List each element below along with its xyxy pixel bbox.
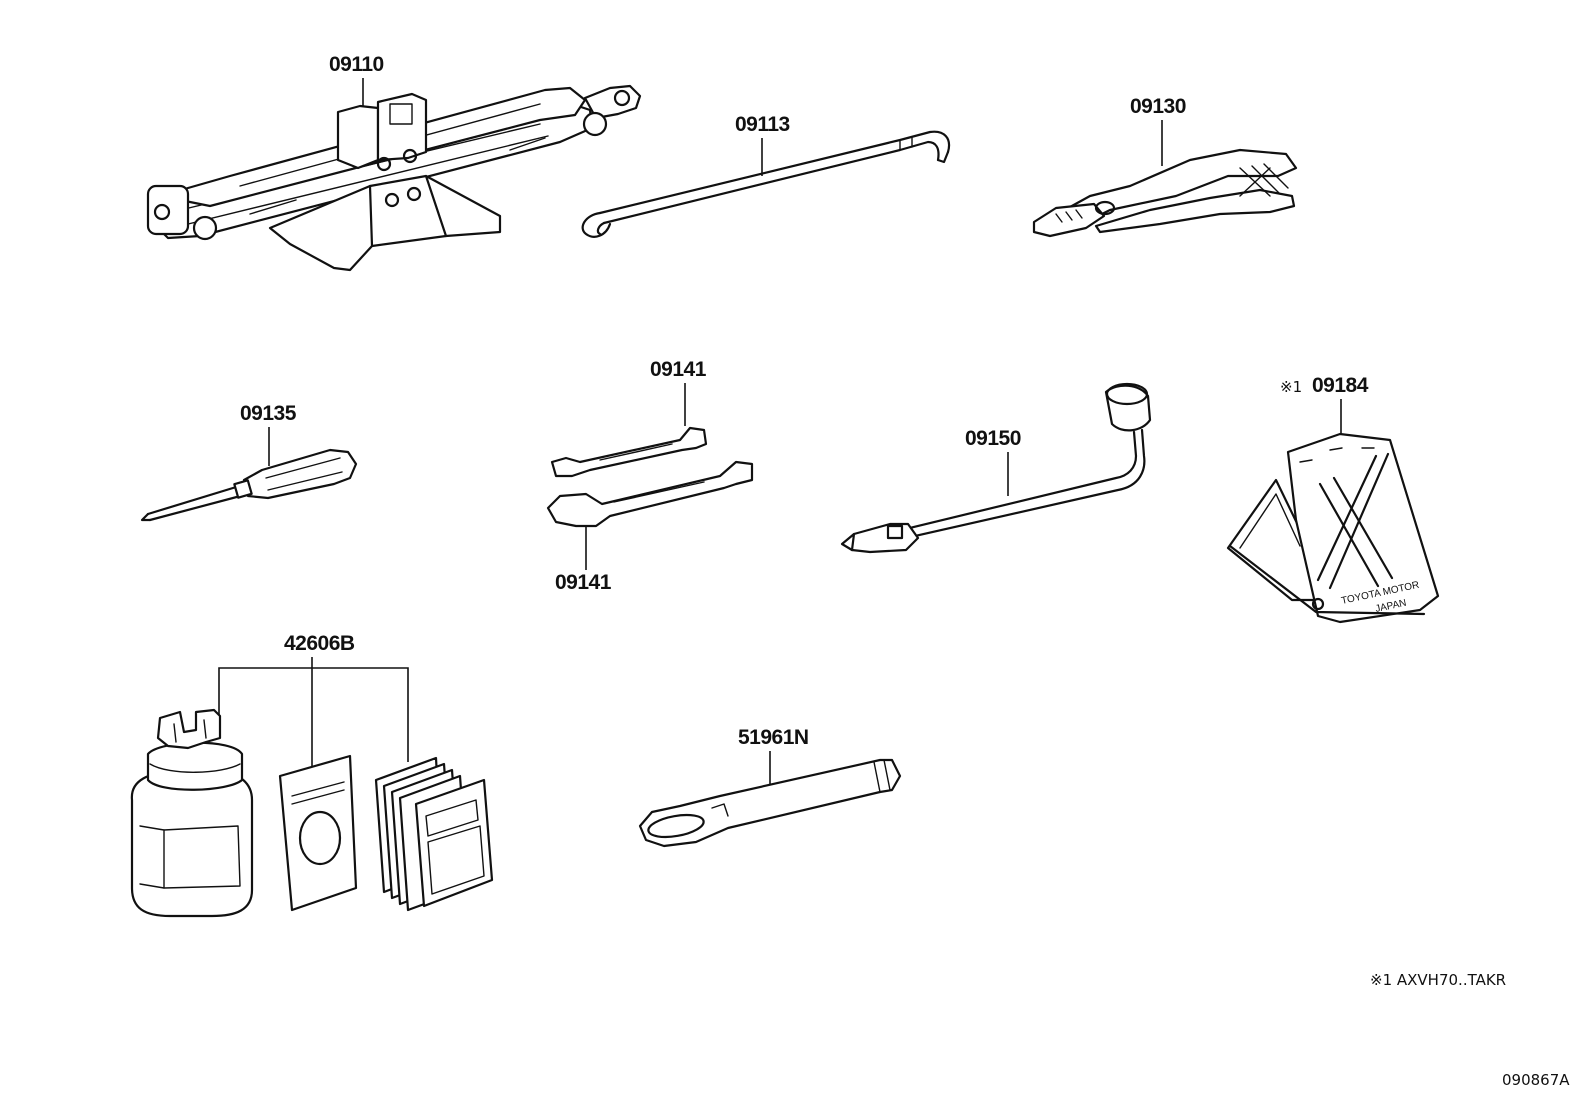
jack-handle: 09113 — [583, 113, 949, 237]
footnote: ※1 AXVH70..TAKR — [1370, 971, 1506, 989]
scissor-jack: 09110 — [148, 53, 640, 270]
pliers: 09130 — [1034, 95, 1296, 236]
wrench-upper-part-label: 09141 — [650, 358, 707, 381]
towing-eye-part-label: 51961N — [738, 726, 809, 749]
wrench-lower-part-label: 09141 — [555, 571, 612, 594]
triangle-note-mark: ※1 — [1280, 378, 1302, 396]
warning-triangle: ※1 09184 TOYOTA MOTOR JAPAN — [1228, 374, 1438, 622]
jack-handle-part-label: 09113 — [735, 113, 790, 136]
wrenches: 09141 09141 — [548, 358, 752, 594]
screwdriver: 09135 — [142, 402, 356, 520]
screwdriver-part-label: 09135 — [240, 402, 297, 425]
diagram-id: 090867A — [1502, 1071, 1570, 1089]
warning-triangle-part-label: 09184 — [1312, 374, 1369, 397]
towing-eye: 51961N — [640, 726, 900, 846]
jack-part-label: 09110 — [329, 53, 384, 76]
wheel-nut-wrench-part-label: 09150 — [965, 427, 1021, 450]
tire-repair-kit: 42606B — [132, 632, 492, 916]
wheel-nut-wrench: 09150 — [842, 384, 1150, 552]
pliers-part-label: 09130 — [1130, 95, 1186, 118]
repair-kit-part-label: 42606B — [284, 632, 355, 655]
